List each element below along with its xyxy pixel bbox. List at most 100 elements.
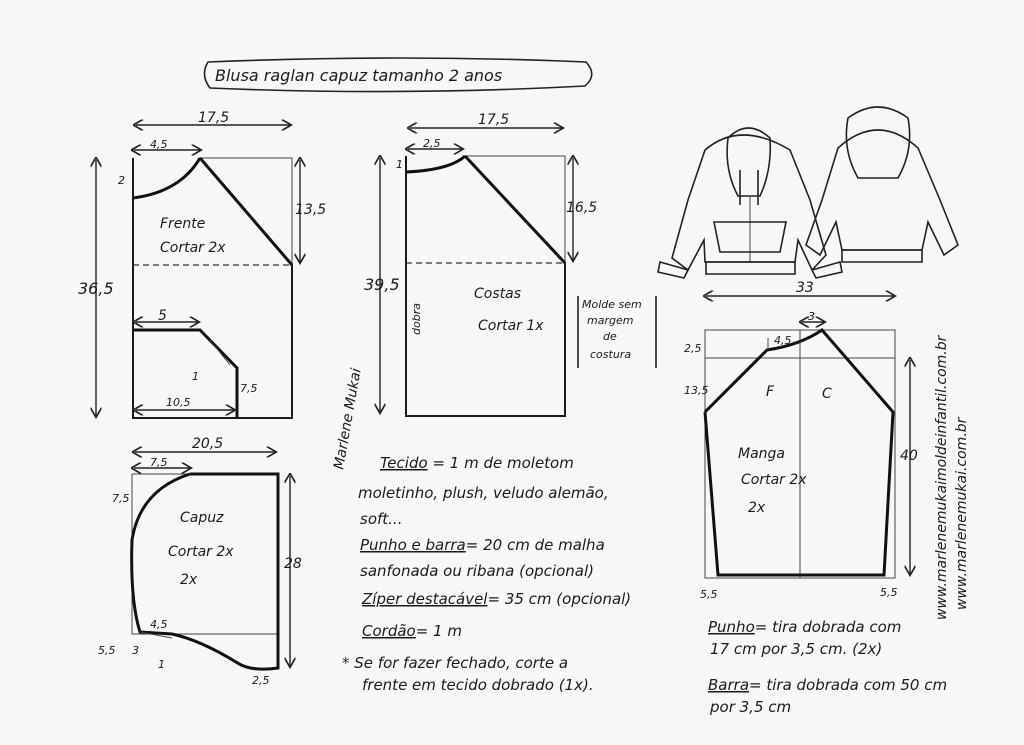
capuz-mark-3: 3: [132, 644, 139, 657]
hoodie-front-illustration: [657, 127, 843, 279]
closed-note-line-2: frente em tecido dobrado (1x).: [362, 676, 594, 694]
materials-line-6: Zíper destacável= 35 cm (opcional): [361, 590, 631, 608]
frente-piece: 17,5 4,5 2 Frente Cortar 2x 13,5 36,5 5 …: [78, 110, 326, 419]
manga-hem-right-label: 5,5: [880, 586, 898, 599]
frente-raglan-label: 13,5: [295, 202, 326, 218]
materials-label-1: Tecido: [380, 454, 428, 472]
frente-width-label: 17,5: [198, 110, 229, 126]
manga-frame: [704, 329, 896, 579]
hoodie-back-body: [805, 129, 959, 257]
frente-neck-h-label: 2: [118, 174, 125, 187]
costas-fold-label: dobra: [410, 303, 423, 335]
manga-height-label: 40: [900, 448, 918, 464]
materials-line-2: moletinho, plush, veludo alemão,: [358, 484, 609, 502]
hoodie-front-pocket: [713, 221, 787, 253]
hoodie-back-hem: [841, 249, 923, 263]
punho-text: = tira dobrada com: [755, 618, 902, 636]
molde-note-line-2: margem: [587, 314, 633, 327]
capuz-frame: [131, 473, 279, 668]
molde-note: Molde sem margem de costura: [577, 296, 657, 368]
frente-pocket: [133, 328, 239, 418]
title-group: Blusa raglan capuz tamanho 2 anos: [203, 57, 593, 93]
costas-name: Costas: [474, 286, 521, 302]
materials-text-7: = 1 m: [416, 622, 462, 640]
frente-neckline: [132, 157, 202, 200]
punho-line-2: 17 cm por 3,5 cm. (2x): [710, 640, 882, 658]
costas-width-label: 17,5: [478, 112, 509, 128]
hoodie-front-hem: [705, 261, 796, 275]
molde-note-line-1: Molde sem: [582, 298, 642, 311]
materials-text-4: = 20 cm de malha: [466, 536, 605, 554]
materials-line-3: soft...: [360, 510, 402, 528]
barra-line-2: por 3,5 cm: [709, 698, 791, 716]
costas-top-line: [465, 155, 566, 263]
capuz-bottom-a-label: 4,5: [150, 618, 168, 631]
manga-back-mark: C: [822, 386, 832, 402]
materials-label-4: Punho e barra: [360, 536, 466, 554]
punho-line-1: Punho= tira dobrada com: [708, 618, 901, 636]
frente-raglan: [198, 157, 294, 266]
closed-note-line-1: * Se for fazer fechado, corte a: [342, 654, 568, 672]
punho-barra-notes: Punho= tira dobrada com 17 cm por 3,5 cm…: [708, 618, 947, 716]
materials-label-7: Cordão: [362, 622, 416, 640]
manga-top-side-label: 4,5: [774, 334, 792, 347]
hoodie-front-cords: [739, 170, 759, 205]
materials-line-7: Cordão= 1 m: [362, 622, 462, 640]
materials-text-1: = 1 m de moletom: [432, 454, 573, 472]
materials-line-1: Tecido = 1 m de moletom: [380, 454, 574, 472]
hoodie-front-hood: [726, 127, 772, 197]
title-frame: [203, 57, 593, 93]
capuz-height-label: 28: [284, 556, 302, 572]
manga-cut: Cortar 2x: [741, 472, 807, 488]
manga-hem-left-label: 5,5: [700, 588, 718, 601]
frente-neck-w-label: 4,5: [150, 138, 168, 151]
materials-list: Tecido = 1 m de moletom moletinho, plush…: [342, 454, 631, 694]
manga-piece: 33 3 4,5 2,5 13,5 F C Manga Cortar 2x 2x…: [684, 280, 918, 601]
website-2: www.marlenemukai.com.br: [954, 416, 970, 610]
hoodie-front-cuffs: [657, 260, 843, 279]
molde-note-line-4: costura: [590, 348, 631, 361]
molde-note-bracket: [577, 296, 657, 368]
manga-width-label: 33: [796, 280, 814, 296]
materials-line-4: Punho e barra= 20 cm de malha: [360, 536, 605, 554]
frente-pocket-slant: [209, 339, 231, 366]
manga-cap-h2-label: 13,5: [684, 384, 709, 397]
capuz-piece: 20,5 7,5 7,5 Capuz Cortar 2x 2x 28 4,5 2…: [98, 436, 302, 687]
capuz-mark-1: 1: [158, 658, 165, 671]
costas-raglan-label: 16,5: [566, 200, 597, 216]
frente-name: Frente: [160, 216, 205, 232]
capuz-width-label: 20,5: [192, 436, 223, 452]
costas-piece: 17,5 2,5 1 Costas Cortar 1x dobra 16,5 3…: [364, 112, 597, 417]
capuz-outline: [130, 472, 280, 671]
capuz-cut: Cortar 2x: [168, 544, 234, 560]
materials-line-5: sanfonada ou ribana (opcional): [360, 562, 594, 580]
costas-raglan: [463, 154, 567, 265]
frente-pocket-base-label: 10,5: [166, 396, 191, 409]
manga-cut-2: 2x: [748, 500, 766, 516]
costas-cut: Cortar 1x: [478, 318, 544, 334]
capuz-neck-dash: [139, 631, 173, 639]
frente-pocket-w-label: 5: [158, 308, 167, 324]
materials-text-6: = 35 cm (opcional): [487, 590, 631, 608]
capuz-top-w-label: 7,5: [150, 456, 168, 469]
frente-top-line: [200, 157, 293, 265]
molde-note-line-3: de: [603, 330, 617, 343]
manga-outline: [703, 328, 895, 577]
manga-top-label: 3: [808, 310, 815, 323]
capuz-top-h-label: 7,5: [112, 492, 130, 505]
costas-height-label: 39,5: [364, 275, 400, 294]
manga-name: Manga: [738, 446, 785, 462]
frente-outline: [132, 157, 293, 419]
capuz-bottom-b-label: 2,5: [252, 674, 270, 687]
hoodie-back-illustration: [805, 106, 959, 263]
costas-neck-h-label: 1: [396, 158, 403, 171]
capuz-name: Capuz: [180, 510, 224, 526]
materials-label-6: Zíper destacável: [361, 590, 488, 608]
frente-pocket-mark: 1: [192, 370, 199, 383]
hoodie-back-hood: [845, 106, 911, 179]
frente-height-label: 36,5: [78, 279, 114, 298]
barra-label: Barra: [708, 676, 749, 694]
capuz-bottom-h-label: 5,5: [98, 644, 116, 657]
manga-cap-h1-label: 2,5: [684, 342, 702, 355]
